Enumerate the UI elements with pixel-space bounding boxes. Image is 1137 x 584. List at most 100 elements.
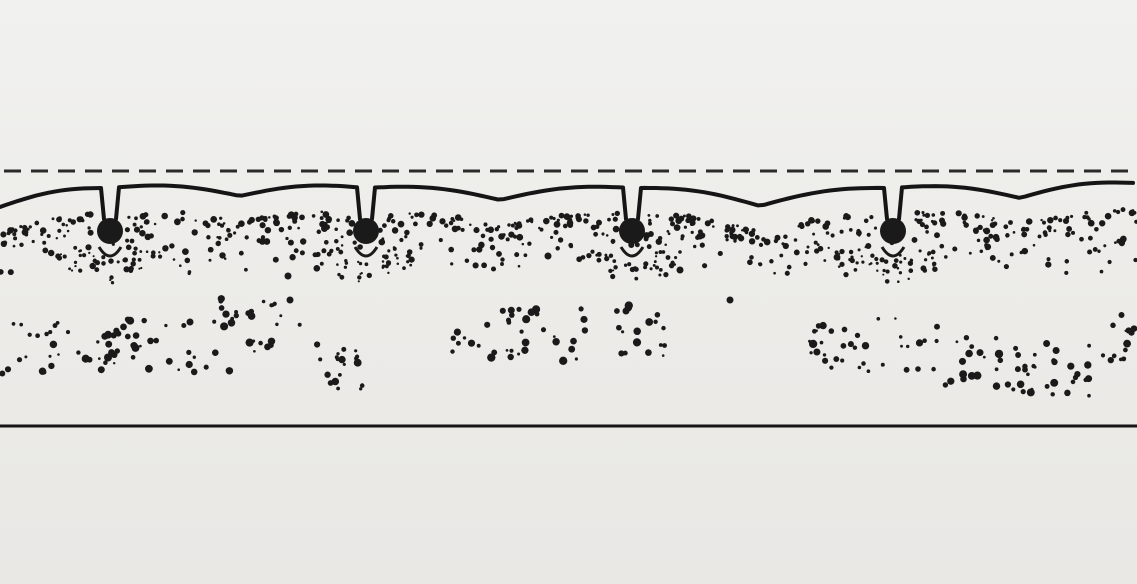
cluster-dot [1084,361,1091,368]
speckle-dot [867,233,871,237]
speckle-dot [956,210,962,216]
speckle-dot [787,265,792,270]
halo-dot [128,268,133,273]
halo-dot [101,261,106,266]
speckle-dot [849,250,853,254]
halo-dot [624,264,627,267]
speckle-dot [559,213,565,219]
speckle-dot [300,250,305,255]
cluster-dot [645,349,652,356]
speckle-dot [473,227,479,233]
halo-dot [357,275,361,279]
halo-dot [63,255,67,259]
speckle-dot [357,244,363,250]
speckle-dot [584,213,587,216]
speckle-dot [297,227,300,230]
cluster-dot [522,339,530,347]
halo-dot [382,264,385,267]
speckle-dot [174,218,181,225]
cluster-dot [1045,384,1050,389]
halo-dot [158,251,160,253]
speckle-dot [145,234,151,240]
cluster-dot [509,349,513,353]
speckle-dot [914,210,920,216]
speckle-dot [133,223,137,227]
speckle-dot [12,232,16,236]
speckle-dot [700,243,705,248]
cluster-dot [809,351,812,354]
halo-dot [919,249,922,252]
cluster-dot [212,349,219,356]
halo-dot [932,264,934,266]
speckle-dot [313,265,320,272]
cluster-dot [354,349,357,352]
speckle-dot [317,230,322,235]
cluster-dot [343,363,346,366]
cluster-dot [506,349,509,352]
cluster-dot [1121,356,1126,361]
cluster-dot [451,336,456,341]
halo-dot [407,255,410,258]
cluster-dot [355,355,359,359]
speckle-dot [8,269,14,275]
cluster-dot [894,317,897,320]
halo-dot [910,259,913,262]
speckle-dot [736,224,739,227]
speckle-dot [334,239,339,244]
speckle-dot [245,235,249,239]
speckle-dot [34,221,39,226]
lone-dot [677,267,684,274]
speckle-dot [1093,247,1098,252]
speckle-dot [63,235,66,238]
cluster-dot [298,323,302,327]
cluster-dot [336,387,340,391]
cluster-dot [186,361,193,368]
halo-dot [78,268,82,272]
speckle-dot [1108,260,1112,264]
speckle-dot [19,225,22,228]
halo-dot [367,273,372,278]
speckle-dot [465,258,470,263]
speckle-dot [528,217,533,222]
speckle-dot [127,216,130,219]
speckle-dot [667,230,670,233]
cluster-dot [468,340,475,347]
speckle-dot [712,225,715,228]
cluster-dot [947,378,954,385]
cluster-dot [956,340,959,343]
speckle-dot [1046,262,1050,266]
speckle-dot [427,221,433,227]
cluster-dot [1126,327,1132,333]
speckle-dot [56,217,62,223]
speckle-dot [687,216,690,219]
halo-dot [931,257,934,260]
cluster-dot [522,315,530,323]
speckle-dot [448,247,454,253]
speckle-dot [154,223,157,226]
cluster-dot [1005,381,1011,387]
speckle-dot [495,227,499,231]
speckle-dot [273,257,279,263]
speckle-dot [217,241,221,245]
halo-dot [581,255,586,260]
speckle-dot [381,237,384,240]
speckle-dot [683,215,686,218]
cluster-dot [662,343,667,348]
halo-dot [612,259,616,263]
speckle-dot [419,247,422,250]
speckle-dot [586,213,589,216]
speckle-dot [125,239,129,243]
halo-dot [633,267,637,271]
speckle-dot [85,212,90,217]
speckle-dot [1058,218,1062,222]
speckle-dot [656,239,662,245]
halo-dot [658,273,661,276]
cluster-dot [450,349,454,353]
speckle-dot [567,222,573,228]
speckle-dot [1005,233,1010,238]
speckle-dot [823,259,826,262]
speckle-dot [24,233,28,237]
speckle-dot [543,218,550,225]
cluster-dot [983,356,986,359]
speckle-dot [732,224,735,227]
